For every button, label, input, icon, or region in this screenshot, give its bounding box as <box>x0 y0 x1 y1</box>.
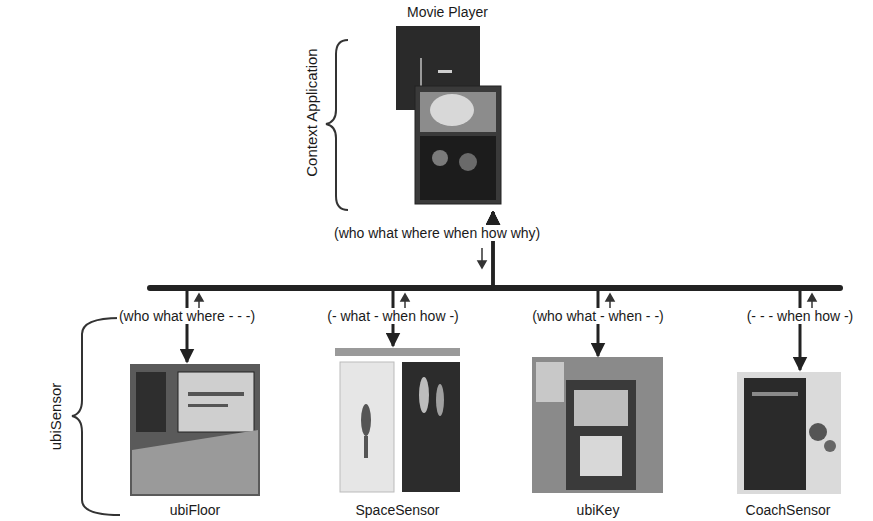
photo-detail <box>361 404 371 436</box>
photo-detail <box>744 378 806 490</box>
photo <box>340 362 394 492</box>
group-label: ubiSensor <box>47 382 64 450</box>
photo-detail <box>419 377 429 413</box>
photo-detail <box>364 436 368 458</box>
node-caption: Movie Player <box>381 4 514 20</box>
photo <box>130 364 260 496</box>
node-caption: SpaceSensor <box>326 502 469 518</box>
screen-image <box>415 86 501 204</box>
photo-detail <box>824 440 836 452</box>
screen-detail <box>420 136 496 200</box>
group-label: Context Application <box>303 48 320 176</box>
photo-detail <box>574 390 628 426</box>
node-caption: ubiFloor <box>121 502 269 518</box>
photo-detail <box>809 423 827 441</box>
photo-detail <box>436 384 444 416</box>
photo-detail <box>178 372 254 432</box>
screen-detail <box>420 92 496 132</box>
message-label: (who what - when - -) <box>530 308 665 324</box>
photo-detail <box>580 436 622 476</box>
node-caption: ubiKey <box>524 502 672 518</box>
message-label: (who what where - - -) <box>117 308 257 324</box>
sensor-panel: SpaceSensor <box>326 346 469 518</box>
screen-detail <box>459 153 477 171</box>
photo-detail <box>132 430 258 494</box>
node-caption: CoachSensor <box>724 502 852 518</box>
sensor-panel: ubiFloor <box>121 362 269 518</box>
photo-detail <box>188 392 244 396</box>
screen-detail <box>420 58 422 88</box>
message-label: (- what - when how -) <box>325 308 460 324</box>
sensor-panel: ubiKey <box>524 356 672 518</box>
photo <box>402 362 460 492</box>
screen-detail <box>430 94 474 126</box>
bracket <box>72 318 120 515</box>
photo-detail <box>136 372 166 432</box>
photo <box>737 372 841 494</box>
photo-detail <box>335 348 460 356</box>
message-label: (who what where when how why) <box>332 225 542 241</box>
photo-detail <box>536 362 564 402</box>
sensor-panel: CoachSensor <box>724 370 852 518</box>
message-label: (- - - when how -) <box>745 308 856 324</box>
bracket <box>326 40 348 210</box>
screen-detail <box>432 150 448 166</box>
direction-arrows <box>195 248 816 314</box>
photo-detail <box>752 392 798 396</box>
screen-detail <box>438 70 452 73</box>
photo-detail <box>566 380 636 490</box>
photo-detail <box>188 404 228 407</box>
photo <box>532 357 663 493</box>
application-panel: Movie Player <box>381 4 514 212</box>
